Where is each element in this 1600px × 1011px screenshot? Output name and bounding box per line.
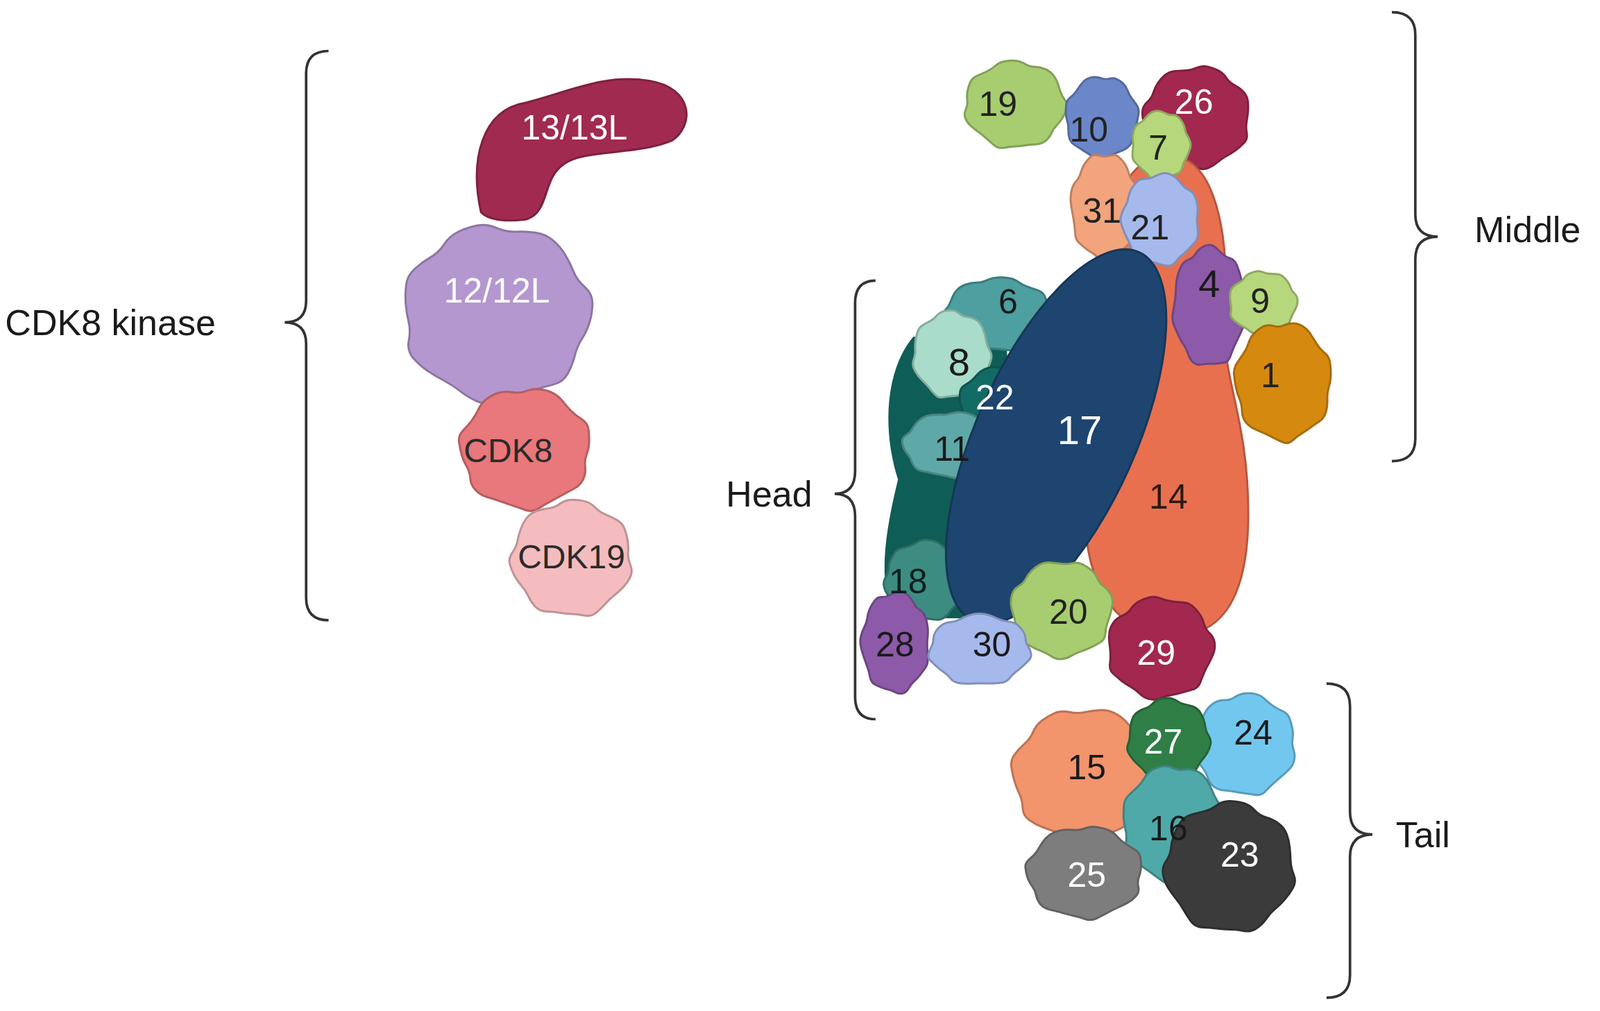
subunit-outline xyxy=(1066,77,1140,161)
subunit-outline xyxy=(459,389,590,512)
subunit-number: 31 xyxy=(1082,193,1122,229)
subunit-outline xyxy=(405,224,593,404)
subunit-blob: 13/13L xyxy=(469,73,695,220)
group-label: Head xyxy=(725,475,812,513)
subunit-blob: 29 xyxy=(1101,591,1220,705)
subunit-number: 6 xyxy=(998,284,1019,320)
subunit-outline xyxy=(1162,800,1296,931)
subunit-blob: 30 xyxy=(923,609,1036,690)
subunit-number: 8 xyxy=(948,342,972,382)
subunit-number: 15 xyxy=(1067,750,1107,785)
subunit-blob: CDK8 xyxy=(453,382,597,515)
subunit-number: 20 xyxy=(1049,594,1089,630)
subunit-blob: 1 xyxy=(1229,316,1337,447)
subunit-number: 10 xyxy=(1069,112,1109,148)
curly-bracket xyxy=(1326,683,1373,998)
subunit-number: 21 xyxy=(1130,210,1171,245)
subunit-outline xyxy=(476,79,687,221)
subunit-number: 12/12L xyxy=(444,273,551,309)
subunit-number: 30 xyxy=(972,627,1013,662)
subunit-number: 26 xyxy=(1174,84,1215,120)
subunit-blob: 25 xyxy=(1020,821,1149,924)
subunit-number: 27 xyxy=(1144,724,1184,760)
subunit-number: 17 xyxy=(1057,410,1104,451)
group-label: Middle xyxy=(1474,211,1581,248)
subunit-blob: 12/12L xyxy=(394,217,599,409)
subunit-blob: CDK19 xyxy=(505,494,638,623)
subunit-number: 16 xyxy=(1149,811,1189,846)
subunit-number: 1 xyxy=(1260,358,1281,393)
subunit-shape xyxy=(394,217,599,409)
subunit-outline xyxy=(928,613,1032,684)
subunit-number: 9 xyxy=(1250,283,1271,319)
subunit-number: CDK19 xyxy=(517,540,626,574)
subunit-outline xyxy=(1109,596,1215,700)
subunit-number: 18 xyxy=(888,564,929,599)
curly-bracket xyxy=(284,51,329,621)
subunit-number: 24 xyxy=(1233,715,1274,751)
subunit-blob: 10 xyxy=(1060,71,1143,164)
subunit-blob: 28 xyxy=(856,586,934,699)
subunit-number: 19 xyxy=(978,86,1018,122)
subunit-number: 4 xyxy=(1198,264,1222,304)
subunit-outline xyxy=(860,591,928,694)
subunit-outline xyxy=(509,499,632,616)
subunit-shape xyxy=(1229,316,1337,447)
group-label: CDK8 kinase xyxy=(4,304,216,341)
subunit-shape xyxy=(469,73,695,220)
subunit-outline xyxy=(1024,826,1141,920)
group-label: Tail xyxy=(1396,816,1451,853)
subunit-number: 7 xyxy=(1148,130,1169,166)
subunit-number: 22 xyxy=(975,380,1016,415)
subunit-number: CDK8 xyxy=(463,434,554,468)
subunit-outline xyxy=(1234,323,1332,443)
subunit-number: 11 xyxy=(933,431,971,467)
subunit-number: 13/13L xyxy=(521,110,629,146)
subunit-number: 29 xyxy=(1136,635,1177,671)
subunit-outline xyxy=(965,60,1068,148)
subunit-number: 25 xyxy=(1067,857,1107,893)
subunit-number: 23 xyxy=(1220,837,1261,873)
curly-bracket xyxy=(1391,12,1438,462)
subunit-number: 28 xyxy=(875,627,916,662)
subunit-outline xyxy=(1132,111,1191,180)
subunit-number: 14 xyxy=(1149,479,1189,515)
subunit-blob: 19 xyxy=(958,56,1072,154)
